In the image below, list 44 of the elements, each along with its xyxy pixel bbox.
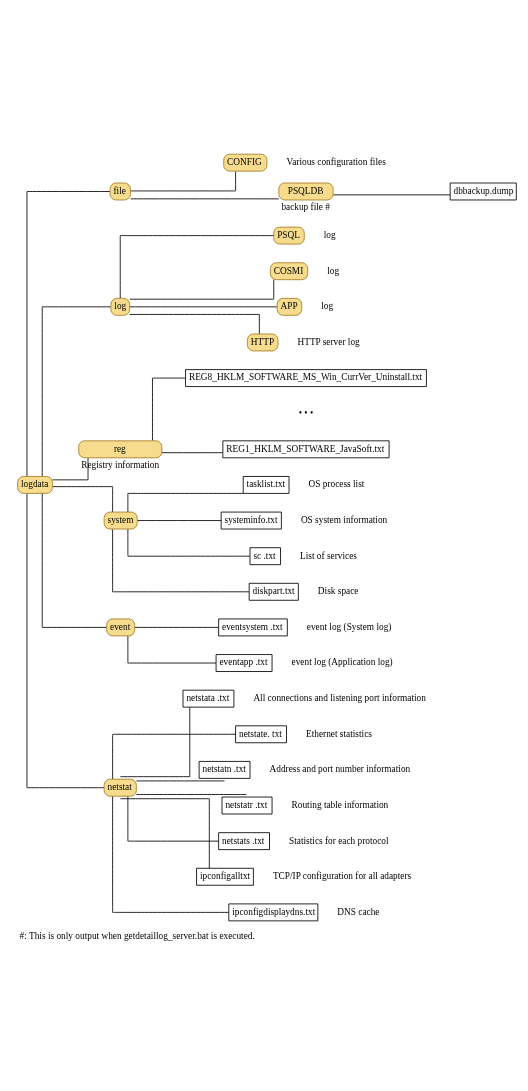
node-label: HTTP server log [297,336,360,347]
connector [161,451,224,453]
node-label: DNS cache [337,906,380,917]
node-label: OS system information [300,514,388,525]
node-label: log [327,265,340,276]
connector [136,793,247,795]
connector [136,519,222,521]
connector [127,795,219,842]
connector [119,797,210,869]
connector [119,706,191,777]
node-label: Routing table information [291,799,389,810]
label: • • • [298,407,314,418]
node-label: All connections and listening port information [253,692,426,703]
node-label: Ethernet statistics [305,728,372,739]
connector [134,626,219,628]
node-label: event log (System log) [306,621,392,632]
node-label: OS process list [308,478,365,489]
node-label: Various configuration files [286,156,386,167]
connector [127,492,244,512]
connector [136,780,225,781]
connector [112,733,236,780]
caption: #: This is only output when getdetaillog_server.bat is executed. [19,930,255,940]
connector [26,492,105,788]
node-label: List of services [300,550,357,561]
connector [119,234,275,299]
connector [26,190,111,477]
node-label: backup file # [281,201,331,212]
connector [127,528,251,557]
connector [152,377,186,441]
connector [130,170,236,191]
node-label: Statistics for each protocol [289,835,389,846]
connector [129,313,260,334]
node-label: TCP/IP configuration for all adapters [272,870,412,881]
connector [52,485,114,512]
node-label: Address and port number information [269,763,411,774]
connector [112,795,230,913]
node-label: log [321,300,334,311]
connector [332,193,451,195]
node-label: event log (Application log) [291,656,393,667]
connector [112,528,250,592]
node-label: Disk space [317,585,359,596]
node-label: log [323,229,336,240]
node-label: Registry information [81,459,160,470]
connector [41,492,108,628]
